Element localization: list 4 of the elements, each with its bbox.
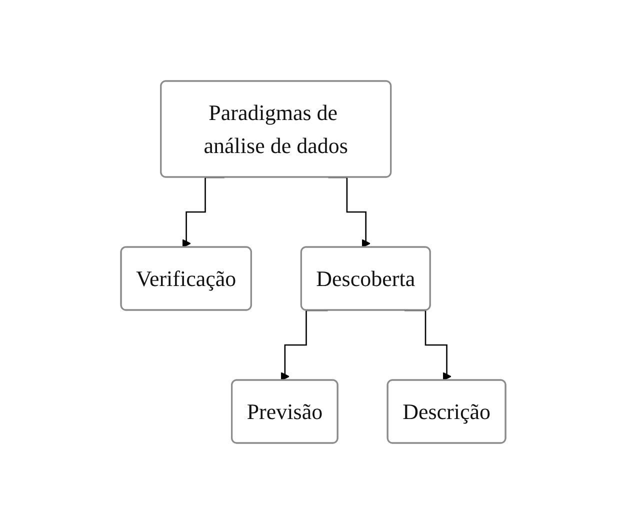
arrow <box>404 309 452 380</box>
arrow <box>280 309 328 380</box>
arrow <box>328 176 371 248</box>
arrow <box>182 176 225 248</box>
